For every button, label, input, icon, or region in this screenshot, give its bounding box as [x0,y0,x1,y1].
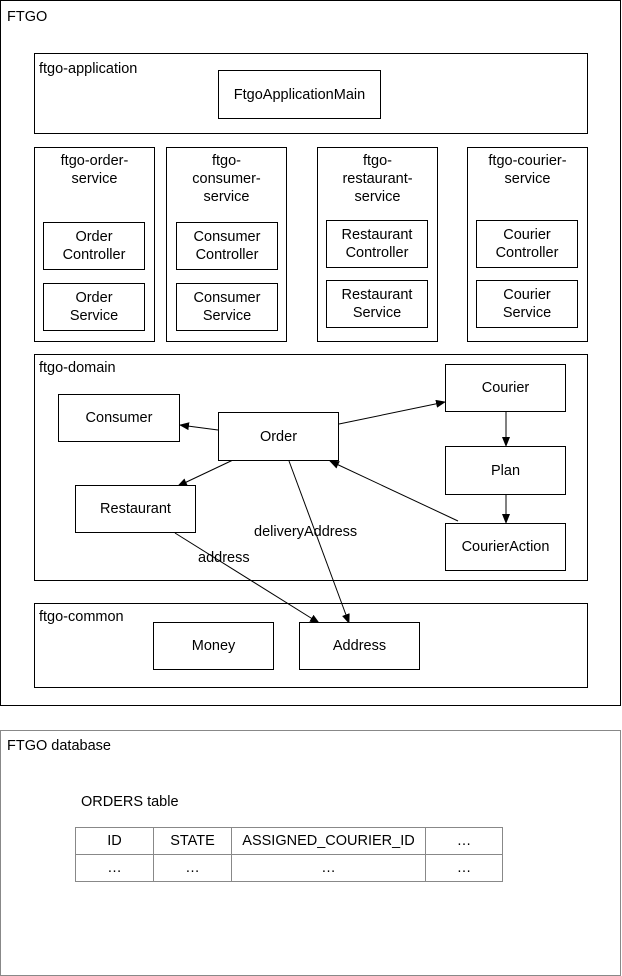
consumer-service-label: Consumer Service [193,290,261,324]
courier-entity-label: Courier [481,380,530,396]
service-name: ftgo-courier- service [488,153,567,187]
order-service-label: Order Service [69,290,119,324]
courier-action-entity-label: CourierAction [461,539,550,555]
ftgo-application-main-box: FtgoApplicationMain [218,70,381,119]
money-box: Money [153,622,274,670]
order-controller-label: Order Controller [62,229,126,263]
delivery-address-edge-label: deliveryAddress [254,524,358,540]
orders-table: ID STATE ASSIGNED_COURIER_ID … … … … … [75,827,503,882]
service-name: ftgo- consumer- service [192,153,261,205]
ftgo-application-module: ftgo-application [34,53,588,134]
restaurant-service-box: Restaurant Service [326,280,428,328]
address-box: Address [299,622,420,670]
consumer-entity-label: Consumer [85,410,153,426]
table-header-cell: ASSIGNED_COURIER_ID [231,827,426,855]
consumer-service-box: Consumer Service [176,283,278,331]
service-name: ftgo-order- service [60,153,129,187]
order-controller-box: Order Controller [43,222,145,270]
order-entity-box: Order [218,412,339,461]
courier-entity-box: Courier [445,364,566,412]
restaurant-service-label: Restaurant Service [341,287,413,321]
ftgo-application-main-label: FtgoApplicationMain [233,86,366,103]
table-header-cell: ID [75,827,154,855]
ftgo-domain-title: ftgo-domain [39,360,116,376]
ftgo-database-title: FTGO database [7,738,111,754]
restaurant-controller-label: Restaurant Controller [341,227,413,261]
order-service-box: Order Service [43,283,145,331]
ftgo-title: FTGO [7,9,48,25]
table-cell: … [231,854,426,882]
consumer-controller-label: Consumer Controller [193,229,261,263]
consumer-entity-box: Consumer [58,394,180,442]
service-name: ftgo- restaurant- service [342,153,413,205]
table-row: … … … … [75,854,503,882]
table-cell: … [75,854,154,882]
courier-action-entity-box: CourierAction [445,523,566,571]
ftgo-application-title: ftgo-application [39,61,138,77]
table-header-cell: STATE [153,827,232,855]
ftgo-common-title: ftgo-common [39,609,124,625]
consumer-controller-box: Consumer Controller [176,222,278,270]
table-header-row: ID STATE ASSIGNED_COURIER_ID … [75,827,503,855]
courier-controller-label: Courier Controller [495,227,559,261]
address-label: Address [332,638,387,654]
restaurant-entity-box: Restaurant [75,485,196,533]
courier-service-label: Courier Service [502,287,552,321]
table-cell: … [425,854,503,882]
money-label: Money [191,638,236,654]
table-header-cell: … [425,827,503,855]
restaurant-controller-box: Restaurant Controller [326,220,428,268]
restaurant-entity-label: Restaurant [100,501,171,517]
orders-table-title: ORDERS table [81,794,179,810]
address-edge-label: address [198,550,250,566]
table-cell: … [153,854,232,882]
order-entity-label: Order [259,428,298,445]
plan-entity-box: Plan [445,446,566,495]
plan-entity-label: Plan [490,462,521,479]
courier-service-box: Courier Service [476,280,578,328]
courier-controller-box: Courier Controller [476,220,578,268]
